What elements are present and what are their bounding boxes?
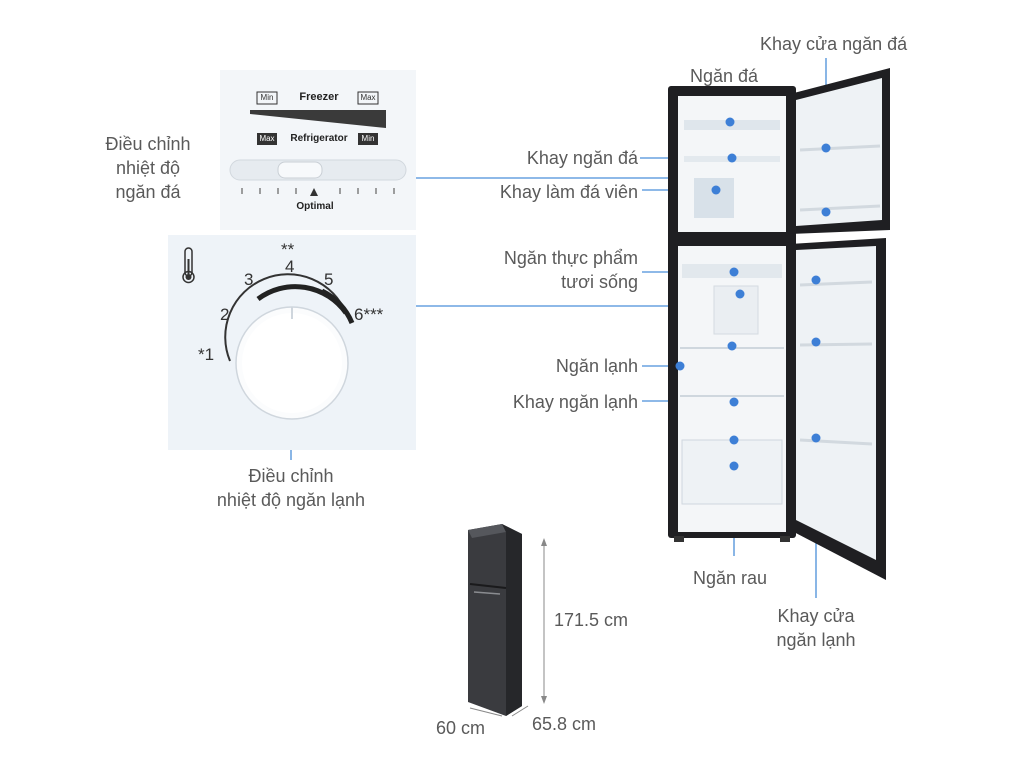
- fridge-closed-illustration: [468, 524, 547, 717]
- fridge-open-illustration: [668, 68, 890, 580]
- freezer-control-panel: Min Freezer Max Max Refrigerator Min Opt…: [220, 70, 416, 230]
- label-fridge-tray: Khay ngăn lạnh: [512, 392, 638, 412]
- label-ice-tray: Khay làm đá viên: [499, 182, 638, 202]
- label-fresh-food-compartment: Ngăn thực phẩm tươi sống: [480, 246, 638, 294]
- label-line: tươi sống: [561, 272, 638, 292]
- dial-mark-4-stars: **: [281, 240, 295, 259]
- refrigerator-min-label: Min: [361, 134, 375, 143]
- dial-mark-6: 6***: [354, 305, 384, 324]
- freezer-control-graphic: [229, 91, 407, 196]
- label-line: ngăn lạnh: [776, 630, 856, 650]
- label-line: ngăn đá: [115, 182, 181, 202]
- dial-graphic: [182, 247, 355, 420]
- dial-mark-3: 3: [244, 270, 254, 289]
- label-crisper: Ngăn rau: [692, 568, 768, 588]
- dial-mark-5: 5: [324, 270, 334, 289]
- label-line: Khay cửa: [777, 606, 855, 626]
- label-fridge-compartment: Ngăn lạnh: [555, 356, 638, 376]
- thermometer-icon: [182, 247, 195, 284]
- dial-mark-4: 4: [285, 257, 295, 276]
- label-line: Điều chỉnh: [248, 466, 334, 486]
- freezer-max-label: Max: [360, 93, 376, 102]
- label-freezer-temp-control: Điều chỉnh nhiệt độ ngăn đá: [96, 132, 200, 204]
- fridge-dial-panel: *1 2 3 ** 4 5 6***: [168, 235, 416, 450]
- label-fridge-door-tray: Khay cửa ngăn lạnh: [764, 604, 868, 652]
- label-line: nhiệt độ ngăn lạnh: [216, 490, 366, 510]
- freezer-title: Freezer: [299, 91, 339, 103]
- optimal-label: Optimal: [296, 201, 334, 212]
- label-freezer-compartment: Ngăn đá: [690, 66, 759, 86]
- dial-mark-2: 2: [220, 305, 230, 324]
- label-line: Ngăn thực phẩm: [503, 248, 638, 268]
- dimension-width: 60 cm: [436, 718, 486, 738]
- refrigerator-max-label: Max: [259, 134, 275, 143]
- label-line: nhiệt độ: [115, 158, 181, 178]
- freezer-min-label: Min: [260, 93, 274, 102]
- dimension-height: 171.5 cm: [554, 610, 629, 630]
- label-fridge-temp-control: Điều chỉnh nhiệt độ ngăn lạnh: [196, 464, 386, 512]
- refrigerator-title: Refrigerator: [290, 133, 348, 144]
- label-freezer-tray: Khay ngăn đá: [526, 148, 638, 168]
- dial-mark-1: *1: [198, 345, 215, 364]
- dimension-depth: 65.8 cm: [532, 714, 597, 734]
- label-freezer-door-tray: Khay cửa ngăn đá: [760, 34, 908, 54]
- label-line: Điều chỉnh: [105, 134, 191, 154]
